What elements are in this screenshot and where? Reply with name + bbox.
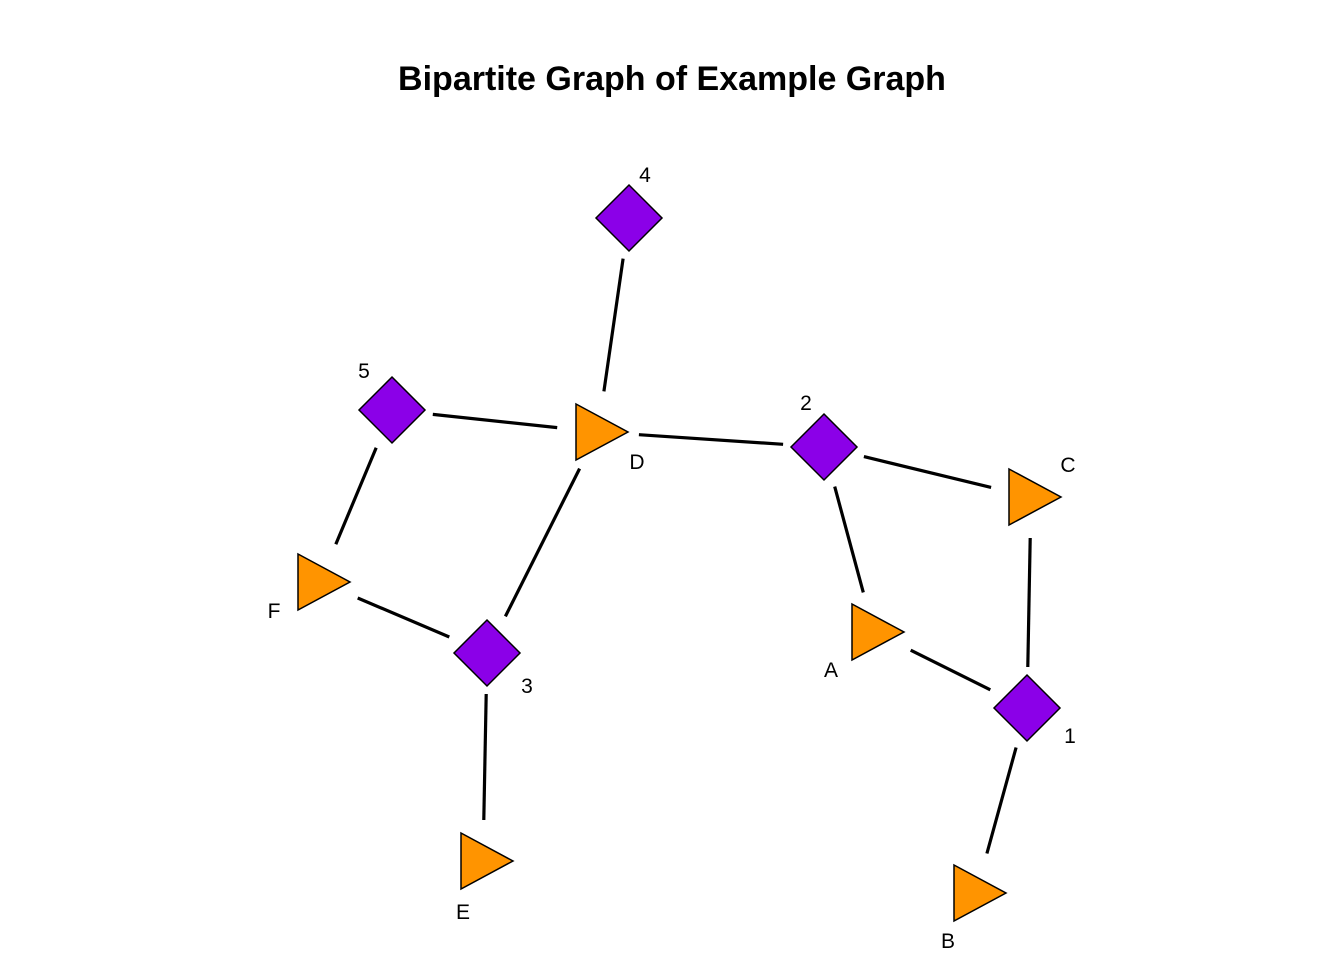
node-3: 3 [452, 618, 533, 698]
edges-layer [334, 258, 1032, 854]
triangle-right-icon [297, 552, 352, 612]
edge-2-A [833, 486, 865, 593]
node-label-F: F [268, 600, 281, 623]
edge-5-F [334, 447, 378, 545]
diamond-icon [992, 673, 1062, 743]
edge-D-3 [503, 467, 582, 618]
node-label-1: 1 [1064, 725, 1076, 748]
node-4: 4 [594, 164, 664, 253]
node-label-D: D [629, 451, 644, 474]
edge-C-1 [1026, 537, 1032, 668]
node-A: A [824, 602, 906, 682]
node-label-C: C [1060, 454, 1075, 477]
edge-5-D [432, 412, 558, 430]
triangle-right-icon [953, 863, 1008, 923]
triangle-right-icon [851, 602, 906, 662]
diamond-icon [789, 412, 859, 482]
node-label-2: 2 [800, 392, 812, 415]
edge-2-C [863, 455, 992, 489]
triangle-right-icon [460, 831, 515, 891]
diamond-icon [594, 183, 664, 253]
node-E: E [456, 831, 515, 924]
node-2: 2 [789, 392, 859, 482]
edge-3-E [482, 693, 488, 821]
node-5: 5 [357, 360, 427, 445]
node-F: F [268, 552, 352, 623]
node-D: D [575, 402, 645, 474]
nodes-layer: 1 2 3 4 5A B C D E F [268, 164, 1076, 953]
node-label-5: 5 [358, 360, 370, 383]
node-label-A: A [824, 659, 838, 682]
diamond-icon [452, 618, 522, 688]
node-label-E: E [456, 901, 470, 924]
triangle-right-icon [575, 402, 630, 462]
edge-F-3 [357, 596, 450, 639]
node-label-B: B [941, 930, 955, 953]
node-label-4: 4 [639, 164, 651, 187]
diamond-icon [357, 375, 427, 445]
edge-4-D [602, 258, 625, 392]
diagram-title: Bipartite Graph of Example Graph [398, 60, 946, 98]
edge-D-2 [638, 433, 784, 446]
node-1: 1 [992, 673, 1076, 748]
node-B: B [941, 863, 1008, 953]
triangle-right-icon [1008, 467, 1063, 527]
node-label-3: 3 [521, 675, 533, 698]
edge-A-1 [909, 648, 992, 692]
edge-1-B [985, 747, 1018, 854]
node-C: C [1008, 454, 1076, 527]
